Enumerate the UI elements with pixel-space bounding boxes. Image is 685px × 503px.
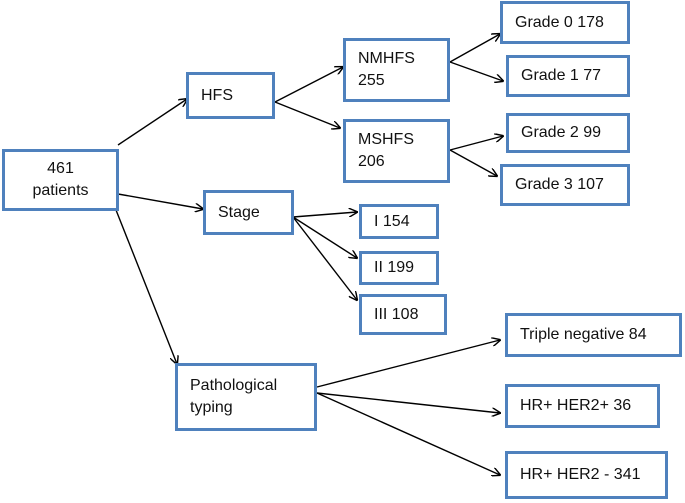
node-stage-i: I 154 xyxy=(359,204,439,239)
node-total-patients-label: 461 patients xyxy=(32,160,89,199)
node-grade-2: Grade 2 99 xyxy=(506,113,630,153)
node-hr-her2-positive-label: HR+ HER2+ 36 xyxy=(520,397,632,414)
node-mshfs: MSHFS 206 xyxy=(343,119,450,183)
node-triple-negative-label: Triple negative 84 xyxy=(520,326,647,343)
node-stage: Stage xyxy=(203,190,294,235)
node-hr-her2-negative: HR+ HER2 - 341 xyxy=(505,451,668,499)
node-grade-3: Grade 3 107 xyxy=(500,164,630,206)
arrow-stage-to-stage1 xyxy=(292,212,357,218)
arrow-root-to-path xyxy=(115,209,177,364)
arrow-root-to-hfs xyxy=(117,99,187,146)
node-hr-her2-negative-label: HR+ HER2 - 341 xyxy=(520,466,641,483)
arrow-nmhfs-to-grade1 xyxy=(449,61,503,81)
node-stage-iii: III 108 xyxy=(359,294,447,335)
arrow-path-to-hrher2pos xyxy=(316,392,500,413)
arrow-path-to-hrher2neg xyxy=(316,392,500,475)
arrow-nmhfs-to-grade0 xyxy=(449,34,500,63)
node-grade-0: Grade 0 178 xyxy=(500,1,630,44)
node-hfs: HFS xyxy=(186,72,275,119)
node-grade-2-label: Grade 2 99 xyxy=(521,124,602,141)
node-grade-1-label: Grade 1 77 xyxy=(521,67,602,84)
node-pathological-typing-label: Pathological typing xyxy=(190,377,278,416)
node-grade-3-label: Grade 3 107 xyxy=(515,176,604,193)
node-stage-label: Stage xyxy=(218,203,260,221)
node-hfs-label: HFS xyxy=(201,86,233,104)
arrow-path-to-triple xyxy=(316,340,500,388)
arrow-root-to-stage xyxy=(117,193,203,209)
arrow-stage-to-stage2 xyxy=(292,216,357,258)
node-grade-0-label: Grade 0 178 xyxy=(515,13,604,31)
node-mshfs-label: MSHFS 206 xyxy=(358,131,414,170)
arrow-hfs-to-mshfs xyxy=(274,101,340,128)
node-nmhfs-label: NMHFS 255 xyxy=(358,50,415,89)
node-stage-ii-label: II 199 xyxy=(374,259,415,276)
node-triple-negative: Triple negative 84 xyxy=(505,313,682,357)
arrow-stage-to-stage3 xyxy=(292,216,357,300)
node-stage-iii-label: III 108 xyxy=(374,305,419,323)
node-stage-i-label: I 154 xyxy=(374,212,410,230)
arrow-mshfs-to-grade2 xyxy=(449,136,503,151)
node-total-patients: 461 patients xyxy=(2,149,119,211)
node-hr-her2-positive: HR+ HER2+ 36 xyxy=(505,384,660,428)
arrow-mshfs-to-grade3 xyxy=(449,149,497,176)
node-stage-ii: II 199 xyxy=(359,251,439,285)
node-pathological-typing: Pathological typing xyxy=(175,363,317,431)
arrow-hfs-to-nmhfs xyxy=(274,67,343,103)
node-nmhfs: NMHFS 255 xyxy=(343,38,450,102)
node-grade-1: Grade 1 77 xyxy=(506,55,630,97)
